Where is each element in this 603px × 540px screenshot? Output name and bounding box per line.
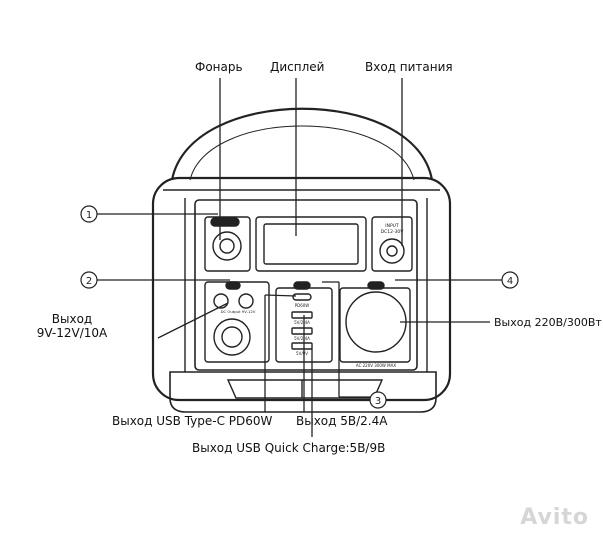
label-usb-qc-output: Выход USB Quick Charge:5B/9B [192,441,386,455]
handle [170,107,434,181]
display-screen [263,223,359,265]
input-panel [371,216,413,272]
flashlight-lens [212,231,242,261]
usb-a-port-1 [291,311,313,319]
ac-button [367,281,385,290]
ac-socket [345,291,407,353]
flashlight-lens-inner [219,238,235,254]
car-socket [213,318,251,356]
watermark-logo: Avito [520,505,589,530]
flashlight-panel [204,216,251,272]
dc-port-small-2 [238,293,254,309]
base-recess [226,379,384,399]
usb-button [293,281,311,290]
car-socket-inner [221,326,243,348]
label-flashlight: Фонарь [195,60,243,74]
label-dc-output-line2: 9V-12V/10A [36,326,108,341]
base [169,371,437,413]
flashlight-button [210,217,240,227]
label-display: Дисплей [270,60,325,74]
label-power-input: Вход питания [365,60,453,74]
usb-qc-port [291,342,313,350]
label-usb-a-output: Выход 5В/2.4А [296,414,388,428]
ac-panel [339,287,411,363]
input-socket [379,238,405,264]
handle-inner [189,125,415,181]
usb-a-port-2 [291,327,313,335]
usb-c-port [292,293,312,301]
front-panel [194,199,418,371]
dc-button [225,281,241,290]
input-socket-inner [386,245,398,257]
dc-panel [204,281,270,363]
label-usb-c-output: Выход USB Type-C PD60W [112,414,273,428]
display-frame [255,216,367,272]
label-ac-output: Выход 220В/300Вт [494,316,602,329]
device-body [151,176,452,402]
dc-port-small [213,293,229,309]
label-dc-output-line1: Выход [51,312,93,326]
label-dc-output: Выход 9V-12V/10A [12,312,132,341]
leader-lines [97,78,502,437]
